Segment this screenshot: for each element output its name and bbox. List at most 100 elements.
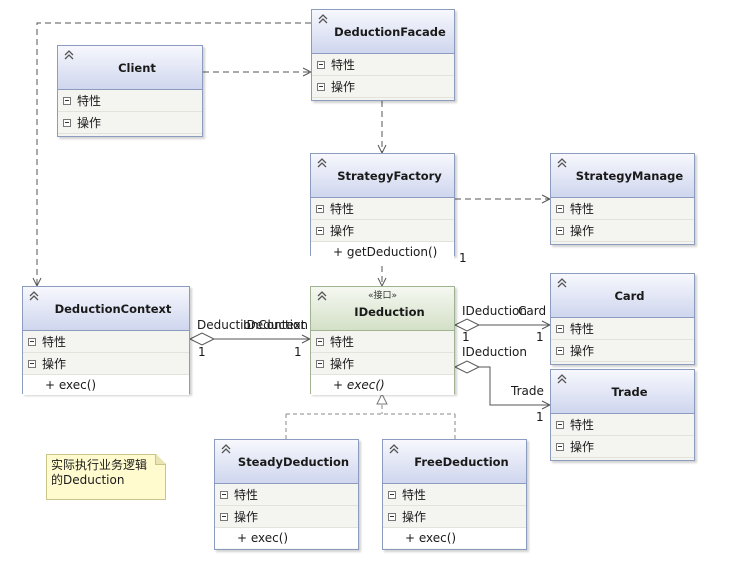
class-name: DeductionFacade bbox=[334, 24, 446, 39]
ideduction-role-label: IDeduction bbox=[243, 318, 308, 332]
class-header: DeductionContext bbox=[23, 287, 189, 331]
class-name: DeductionContext bbox=[54, 301, 172, 316]
attributes-compartment[interactable]: 特性 bbox=[311, 331, 454, 353]
collapse-box-icon[interactable] bbox=[556, 226, 564, 235]
operations-compartment[interactable]: 操作 bbox=[311, 353, 454, 375]
class-name: Client bbox=[118, 60, 156, 75]
class-deduction-facade[interactable]: DeductionFacade 特性 操作 bbox=[311, 9, 455, 101]
factory-multiplicity: 1 bbox=[459, 251, 467, 265]
collapse-box-icon[interactable] bbox=[316, 204, 324, 213]
collapse-chevron-icon[interactable] bbox=[556, 157, 570, 171]
attributes-compartment[interactable]: 特性 bbox=[215, 484, 358, 506]
class-name: Card bbox=[614, 288, 645, 303]
class-header: SteadyDeduction bbox=[215, 440, 358, 484]
operations-compartment[interactable]: 操作 bbox=[311, 220, 454, 242]
collapse-chevron-icon[interactable] bbox=[556, 277, 570, 291]
operations-compartment[interactable]: 操作 bbox=[312, 76, 454, 98]
trade-target-role-label: Trade bbox=[511, 384, 544, 398]
class-header: Card bbox=[551, 274, 694, 318]
class-strategy-factory[interactable]: StrategyFactory 特性 操作 + getDeduction() bbox=[310, 153, 455, 262]
collapse-box-icon[interactable] bbox=[220, 512, 228, 521]
collapse-box-icon[interactable] bbox=[556, 346, 564, 355]
class-name: IDeduction bbox=[354, 305, 425, 319]
collapse-box-icon[interactable] bbox=[556, 420, 564, 429]
class-header: Client bbox=[58, 46, 202, 90]
class-free-deduction[interactable]: FreeDeduction 特性 操作 + exec() bbox=[382, 439, 527, 550]
context-multiplicity-right: 1 bbox=[294, 345, 302, 359]
collapse-box-icon[interactable] bbox=[317, 60, 325, 69]
trade-target-multiplicity: 1 bbox=[536, 410, 544, 424]
class-card[interactable]: Card 特性 操作 bbox=[550, 273, 695, 365]
operations-compartment[interactable]: 操作 bbox=[551, 340, 694, 362]
edge-realize-shared bbox=[286, 405, 455, 415]
collapse-chevron-icon[interactable] bbox=[556, 373, 570, 387]
collapse-box-icon[interactable] bbox=[63, 118, 71, 127]
context-role-label: DeductionContext bbox=[197, 318, 306, 332]
operations-compartment[interactable]: 操作 bbox=[551, 220, 694, 242]
class-steady-deduction[interactable]: SteadyDeduction 特性 操作 + exec() bbox=[214, 439, 359, 550]
method-get-deduction[interactable]: + getDeduction() bbox=[311, 242, 454, 262]
operations-compartment[interactable]: 操作 bbox=[58, 112, 202, 134]
collapse-chevron-icon[interactable] bbox=[316, 290, 330, 304]
collapse-chevron-icon[interactable] bbox=[63, 49, 77, 63]
class-header: FreeDeduction bbox=[383, 440, 526, 484]
interface-ideduction[interactable]: «接口» IDeduction 特性 操作 + exec() bbox=[310, 286, 455, 395]
interface-header: «接口» IDeduction bbox=[311, 287, 454, 331]
collapse-chevron-icon[interactable] bbox=[220, 443, 234, 457]
collapse-box-icon[interactable] bbox=[28, 359, 36, 368]
attributes-compartment[interactable]: 特性 bbox=[23, 331, 189, 353]
class-strategy-manage[interactable]: StrategyManage 特性 操作 bbox=[550, 153, 695, 245]
method-exec[interactable]: + exec() bbox=[383, 528, 526, 548]
attributes-compartment[interactable]: 特性 bbox=[551, 198, 694, 220]
operations-compartment[interactable]: 操作 bbox=[551, 436, 694, 458]
method-exec[interactable]: + exec() bbox=[215, 528, 358, 548]
stereotype-label: «接口» bbox=[367, 291, 397, 301]
collapse-chevron-icon[interactable] bbox=[388, 443, 402, 457]
collapse-chevron-icon[interactable] bbox=[317, 13, 331, 27]
collapse-box-icon[interactable] bbox=[556, 204, 564, 213]
class-name: StrategyFactory bbox=[337, 168, 442, 183]
operations-compartment[interactable]: 操作 bbox=[215, 506, 358, 528]
attributes-compartment[interactable]: 特性 bbox=[383, 484, 526, 506]
operations-compartment[interactable]: 操作 bbox=[23, 353, 189, 375]
realization-triangle bbox=[376, 392, 388, 405]
collapse-box-icon[interactable] bbox=[316, 337, 324, 346]
class-header: Trade bbox=[551, 370, 694, 414]
collapse-box-icon[interactable] bbox=[556, 324, 564, 333]
class-client[interactable]: Client 特性 操作 bbox=[57, 45, 203, 137]
collapse-box-icon[interactable] bbox=[388, 490, 396, 499]
collapse-chevron-icon[interactable] bbox=[28, 290, 42, 304]
aggregation-diamond-trade bbox=[453, 360, 481, 374]
method-exec[interactable]: + exec() bbox=[311, 375, 454, 395]
card-source-multiplicity: 1 bbox=[462, 330, 470, 344]
collapse-box-icon[interactable] bbox=[63, 96, 71, 105]
collapse-chevron-icon[interactable] bbox=[316, 157, 330, 171]
method-exec[interactable]: + exec() bbox=[23, 375, 189, 395]
card-target-multiplicity: 1 bbox=[536, 330, 544, 344]
attributes-compartment[interactable]: 特性 bbox=[551, 318, 694, 340]
collapse-box-icon[interactable] bbox=[316, 226, 324, 235]
comment-note[interactable]: 实际执行业务逻辑 的Deduction bbox=[46, 454, 166, 500]
collapse-box-icon[interactable] bbox=[28, 337, 36, 346]
context-multiplicity-left: 1 bbox=[198, 345, 206, 359]
collapse-box-icon[interactable] bbox=[220, 490, 228, 499]
class-header: DeductionFacade bbox=[312, 10, 454, 54]
note-line: 的Deduction bbox=[51, 473, 125, 487]
aggregation-diamond-context bbox=[188, 332, 216, 346]
class-header: StrategyManage bbox=[551, 154, 694, 198]
trade-source-role-label: IDeduction bbox=[462, 345, 527, 359]
collapse-box-icon[interactable] bbox=[556, 442, 564, 451]
collapse-box-icon[interactable] bbox=[388, 512, 396, 521]
collapse-box-icon[interactable] bbox=[317, 82, 325, 91]
attributes-compartment[interactable]: 特性 bbox=[58, 90, 202, 112]
class-trade[interactable]: Trade 特性 操作 bbox=[550, 369, 695, 461]
attributes-compartment[interactable]: 特性 bbox=[311, 198, 454, 220]
collapse-box-icon[interactable] bbox=[316, 359, 324, 368]
attributes-compartment[interactable]: 特性 bbox=[551, 414, 694, 436]
card-target-role-label: Card bbox=[518, 304, 547, 318]
class-name: StrategyManage bbox=[575, 168, 684, 183]
class-deduction-context[interactable]: DeductionContext 特性 操作 + exec() bbox=[22, 286, 190, 395]
attributes-compartment[interactable]: 特性 bbox=[312, 54, 454, 76]
note-line: 实际执行业务逻辑 bbox=[51, 458, 148, 472]
operations-compartment[interactable]: 操作 bbox=[383, 506, 526, 528]
